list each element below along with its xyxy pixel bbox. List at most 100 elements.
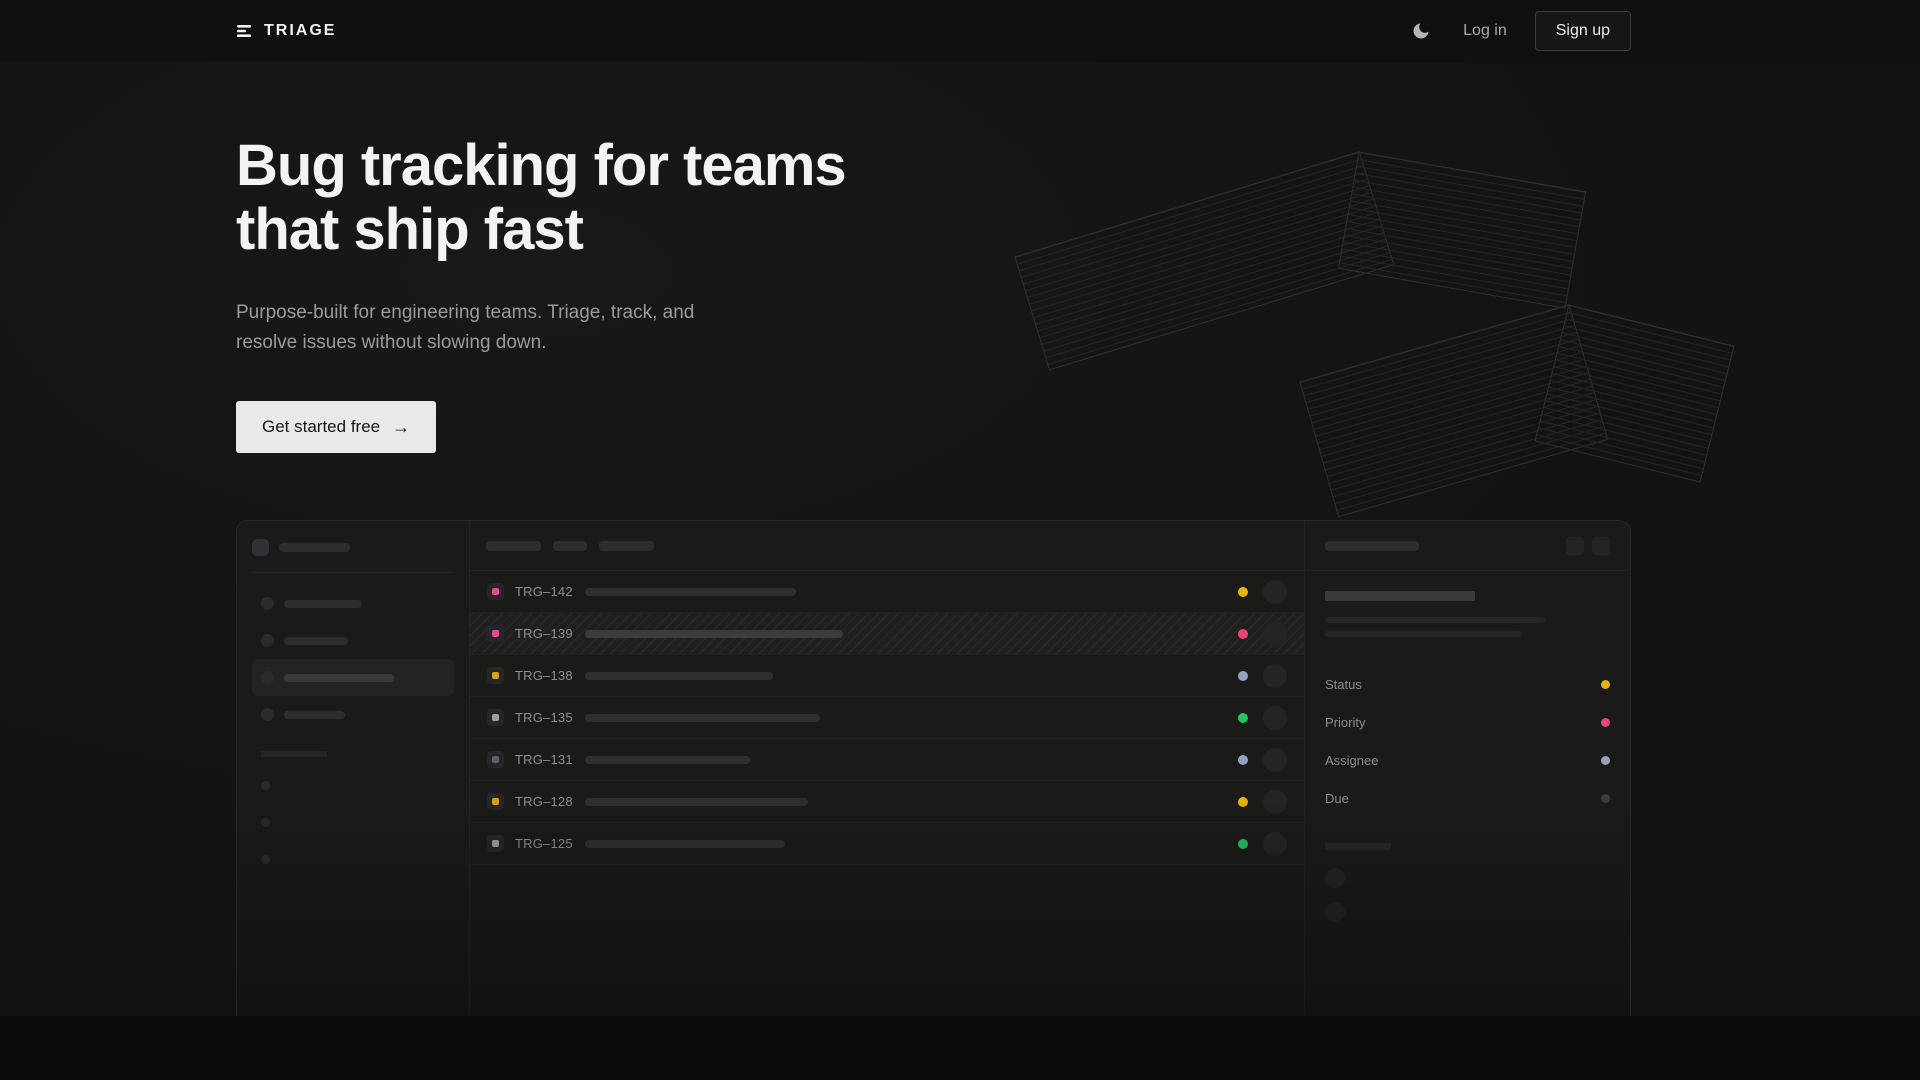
nav-actions: Log in Sign up [1407,11,1631,51]
issue-status-dot [1238,712,1248,723]
hero-subtitle: Purpose-built for engineering teams. Tri… [236,301,695,354]
sidebar-item-icon-placeholder [261,597,274,611]
issue-title-placeholder [585,839,785,848]
issue-row: TRG–131 [470,739,1304,782]
preview-workspace-switcher [252,539,454,557]
detail-header [1305,521,1630,572]
field-label: Status [1325,676,1362,692]
issue-type-icon [487,793,504,811]
issue-row: TRG–142 [470,571,1304,614]
issue-type-icon [487,709,504,727]
issue-status-dot [1238,754,1248,765]
sidebar-item-placeholder [252,622,454,659]
field-value-dot [1601,679,1610,689]
issue-row: TRG–139 [470,613,1304,656]
login-link[interactable]: Log in [1463,22,1507,39]
tab-placeholder [486,540,541,551]
detail-heading-placeholder [1325,591,1475,602]
issue-status-dot [1238,670,1248,681]
hero-title: Bug tracking for teams that ship fast [236,133,847,262]
signup-button[interactable]: Sign up [1534,11,1631,51]
get-started-button[interactable]: Get started free → [236,401,437,454]
detail-avatar-placeholder [1325,902,1345,923]
issue-avatar [1263,579,1287,604]
sidebar-item-label-placeholder [284,673,394,682]
preview-sidebar [237,521,470,1016]
sidebar-item-icon-placeholder [261,708,274,722]
field-value-dot [1601,755,1610,765]
triage-logo-icon [236,22,254,40]
brand[interactable]: TRIAGE [236,22,336,40]
top-nav: TRIAGE Log in Sign up [0,0,1920,62]
issue-id: TRG–125 [515,836,573,852]
detail-text-placeholder [1325,631,1521,638]
detail-avatar-placeholder [1325,868,1345,889]
issue-id: TRG–131 [515,752,573,768]
field-value-dot [1601,793,1610,803]
field-label: Assignee [1325,752,1379,768]
sidebar-item-label-placeholder [284,710,345,719]
sidebar-item-placeholder [252,696,454,733]
issue-type-icon [487,751,504,769]
sidebar-item-label-placeholder [284,599,362,608]
tab-placeholder [599,540,654,551]
issue-title-placeholder [585,713,820,722]
app-preview: TRG–142 TRG–139 TRG–138 TRG–135 TRG–131 [236,520,1631,1016]
issue-row: TRG–128 [470,781,1304,824]
issue-row: TRG–138 [470,655,1304,698]
issue-avatar [1263,747,1287,772]
sidebar-item-icon-placeholder [261,634,274,648]
sidebar-mini-item-placeholder [261,855,270,865]
brand-name: TRIAGE [264,22,337,39]
sidebar-divider [252,572,454,574]
issue-type-icon [487,625,504,643]
preview-detail-panel: Status Priority Assignee Due [1304,521,1630,1016]
workspace-name-placeholder [279,543,350,553]
field-value-dot [1601,717,1610,727]
hero-section: Bug tracking for teams that ship fast Pu… [0,62,1920,1016]
detail-action-placeholder [1566,536,1584,555]
sidebar-item-label-placeholder [284,636,348,645]
detail-field-row: Priority [1325,703,1610,741]
issue-row: TRG–135 [470,697,1304,740]
issue-avatar [1263,831,1287,856]
sidebar-mini-items [261,781,454,865]
preview-tabs [470,521,1304,572]
field-label: Due [1325,790,1349,806]
detail-field-row: Assignee [1325,741,1610,779]
hero-copy: Bug tracking for teams that ship fast Pu… [236,62,1631,454]
sidebar-item-placeholder-active [252,659,454,697]
issue-avatar [1263,789,1287,814]
detail-field-row: Status [1325,665,1610,703]
detail-action-placeholder [1592,536,1610,555]
detail-fields: Status Priority Assignee Due [1325,665,1610,817]
issue-row: TRG–125 [470,823,1304,866]
detail-title-placeholder [1325,540,1419,551]
get-started-label: Get started free [262,417,381,437]
detail-section-label-placeholder [1325,843,1391,851]
issue-avatar [1263,705,1287,730]
tab-placeholder [553,540,587,551]
issue-status-dot [1238,796,1248,807]
detail-body: Status Priority Assignee Due [1305,571,1630,956]
issue-status-dot [1238,586,1248,597]
issue-type-icon [487,835,504,853]
issue-list: TRG–142 TRG–139 TRG–138 TRG–135 TRG–131 [470,571,1304,866]
issue-id: TRG–135 [515,710,573,726]
theme-toggle-button[interactable] [1407,17,1435,45]
issue-title-placeholder [585,587,796,596]
footer [0,1016,1920,1080]
issue-type-icon [487,667,504,685]
moon-icon [1411,21,1431,41]
issue-avatar [1263,621,1287,646]
detail-text-placeholder [1325,617,1545,624]
issue-status-dot [1238,628,1248,639]
issue-type-icon [487,583,504,601]
arrow-right-icon: → [392,416,411,437]
issue-title-placeholder [585,755,750,764]
issue-status-dot [1238,838,1248,849]
sidebar-item-placeholder [252,585,454,622]
preview-issue-list-panel: TRG–142 TRG–139 TRG–138 TRG–135 TRG–131 [470,521,1304,1016]
issue-avatar [1263,663,1287,688]
